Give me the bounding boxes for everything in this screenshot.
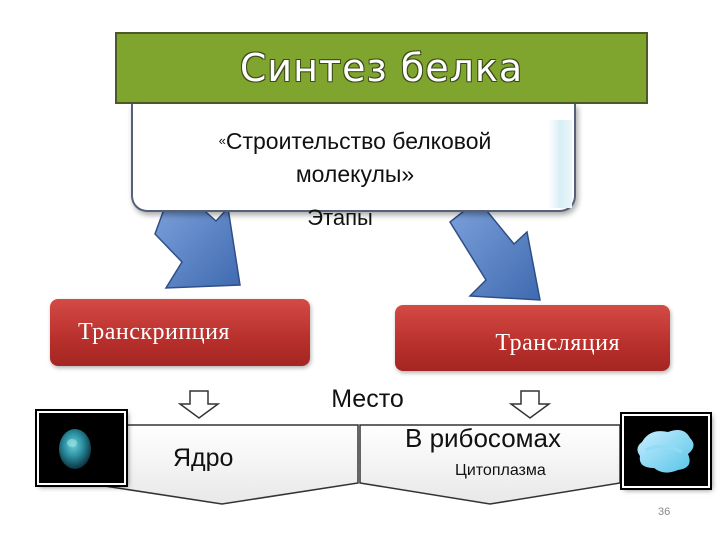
transcription-label: Транскрипция: [78, 319, 230, 345]
place-label: Место: [331, 385, 404, 413]
page-title: Синтез белка: [239, 46, 524, 90]
subtitle-box: [131, 104, 576, 212]
arrow-to-translation: [449, 198, 541, 301]
subtitle-line-2: молекулы»: [295, 161, 415, 187]
title-banner: Синтез белка: [115, 32, 648, 104]
transcription-box: Транскрипция: [50, 299, 310, 366]
page-number: 36: [658, 506, 671, 518]
ribosome-structure-icon: [637, 430, 694, 473]
down-arrow-to-nucleus: [177, 390, 221, 419]
nucleus-cell-icon: [59, 429, 91, 469]
ribosome-frame: [359, 424, 621, 505]
ribosomes-label: В рибосомах: [405, 423, 561, 453]
cytoplasm-label: Цитоплазма: [455, 462, 546, 479]
ribosome-image: [622, 414, 710, 488]
stages-label: Этапы: [307, 205, 373, 230]
translation-box: Трансляция: [395, 305, 670, 371]
subtitle-glass-decoration: [548, 120, 572, 208]
translation-label: Трансляция: [495, 329, 620, 356]
subtitle-quote-mark: «: [218, 133, 226, 148]
subtitle-line-1: «Строительство белковой: [160, 128, 550, 155]
nucleus-image: [37, 411, 126, 485]
down-arrow-to-ribosomes: [508, 390, 552, 419]
nucleus-label: Ядро: [173, 444, 234, 472]
subtitle-line-1-text: Строительство белковой: [225, 128, 492, 154]
